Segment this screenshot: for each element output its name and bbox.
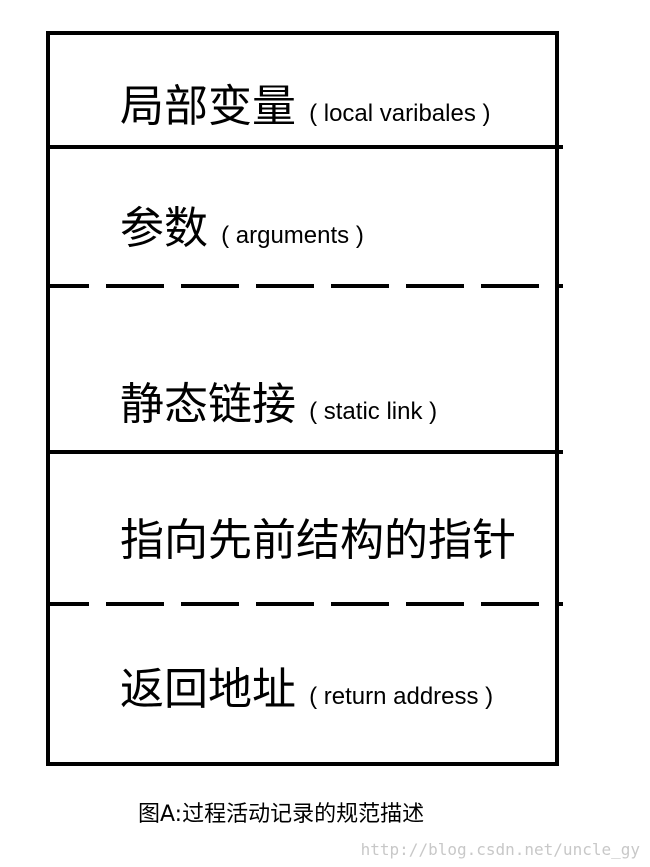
segment-static-link-label: 静态链接 ( static link )	[120, 379, 437, 430]
activation-record-box	[46, 31, 559, 766]
segment-local-variables-zh: 局部变量	[120, 81, 296, 132]
segment-static-link-zh: 静态链接	[120, 379, 296, 430]
segment-local-variables-label: 局部变量 ( local varibales )	[120, 81, 491, 132]
segment-arguments-label: 参数 ( arguments )	[120, 203, 364, 254]
segment-static-link-en: ( static link )	[309, 398, 437, 425]
watermark: http://blog.csdn.net/uncle_gy	[361, 840, 641, 859]
segment-return-address-label: 返回地址 ( return address )	[120, 664, 493, 715]
segment-previous-frame-pointer-label: 指向先前结构的指针	[120, 515, 516, 566]
segment-return-address-en: ( return address )	[309, 683, 493, 710]
segment-local-variables-en: ( local varibales )	[309, 100, 490, 127]
segment-arguments-en: ( arguments )	[221, 222, 364, 249]
segment-previous-frame-pointer-zh: 指向先前结构的指针	[120, 515, 516, 566]
segment-return-address-zh: 返回地址	[120, 664, 296, 715]
segment-arguments-zh: 参数	[120, 203, 208, 254]
figure-caption: 图A:过程活动记录的规范描述	[138, 802, 424, 827]
